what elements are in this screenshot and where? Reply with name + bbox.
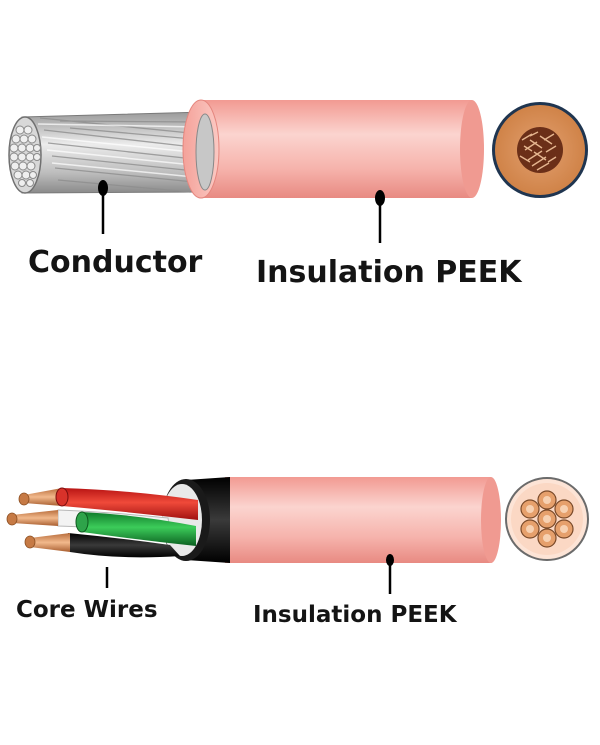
- conductor-end-strands: [9, 125, 41, 187]
- leader-conductor: [98, 180, 108, 234]
- insulation-peek-label-bottom: Insulation PEEK: [253, 602, 457, 628]
- cross-section-multi: [505, 477, 589, 561]
- core-wire-red: [18, 487, 198, 520]
- leader-insulation-bottom: [386, 554, 394, 594]
- leader-insulation-top: [375, 190, 385, 243]
- single-core-cable: [8, 99, 588, 243]
- conductor-strands: [8, 111, 206, 194]
- core-wires-label: Core Wires: [16, 597, 158, 623]
- insulation-peek-label-top: Insulation PEEK: [256, 255, 522, 290]
- multi-core-cable: [6, 477, 589, 594]
- insulation-tube-bottom: [225, 477, 501, 563]
- core-wire-black: [24, 533, 180, 558]
- conductor-label: Conductor: [28, 245, 203, 280]
- insulation-tube-top: [182, 99, 484, 199]
- core-wire-green: [75, 511, 196, 546]
- cross-section-single: [492, 102, 588, 198]
